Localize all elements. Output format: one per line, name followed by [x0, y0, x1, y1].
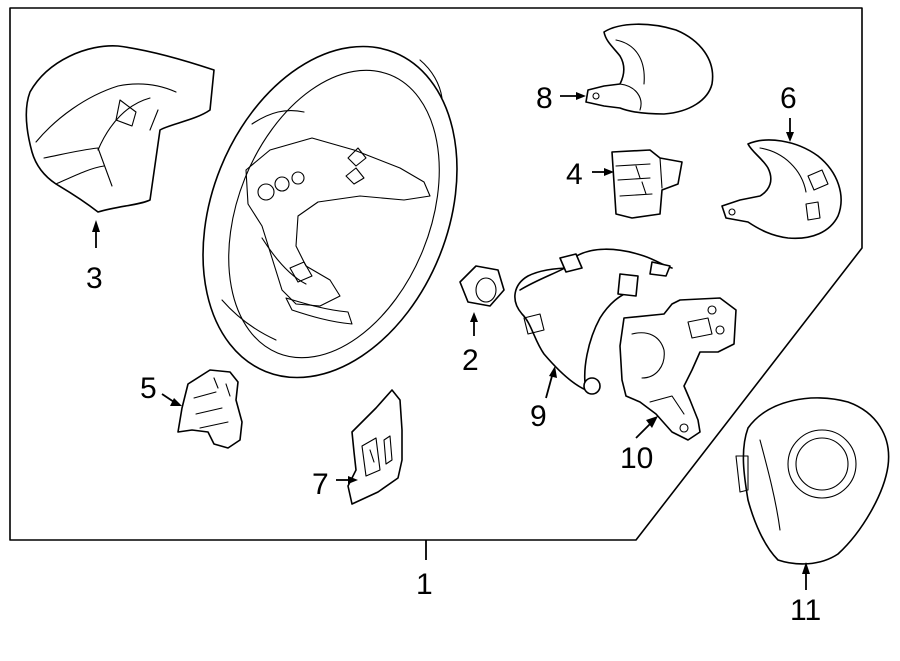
callout-10: 10 [620, 442, 653, 475]
switch-cover-part-7[interactable] [347, 389, 403, 505]
callout-9: 9 [530, 400, 547, 433]
upper-cover-part[interactable] [25, 45, 215, 213]
callout-2: 2 [462, 344, 479, 377]
switch-part-5[interactable] [177, 369, 243, 449]
callout-7: 7 [312, 468, 329, 501]
steering-wheel[interactable] [156, 8, 504, 415]
callout-4: 4 [566, 158, 583, 191]
nut-part[interactable] [459, 265, 505, 307]
callout-8: 8 [536, 82, 553, 115]
callout-3: 3 [86, 262, 103, 295]
callout-1: 1 [416, 568, 433, 601]
switch-part-4[interactable] [611, 149, 683, 219]
assembly-frame [9, 7, 863, 541]
wiring-harness-part-9[interactable] [514, 248, 673, 395]
bracket-part-10[interactable] [619, 297, 737, 441]
callout-leaders [92, 92, 810, 590]
airbag-part-11[interactable] [735, 397, 890, 565]
callout-11: 11 [790, 594, 821, 627]
callout-6: 6 [780, 82, 797, 115]
lower-cover-part-8[interactable] [585, 23, 714, 115]
switch-housing-part-6[interactable] [721, 139, 842, 240]
callout-5: 5 [140, 372, 157, 405]
